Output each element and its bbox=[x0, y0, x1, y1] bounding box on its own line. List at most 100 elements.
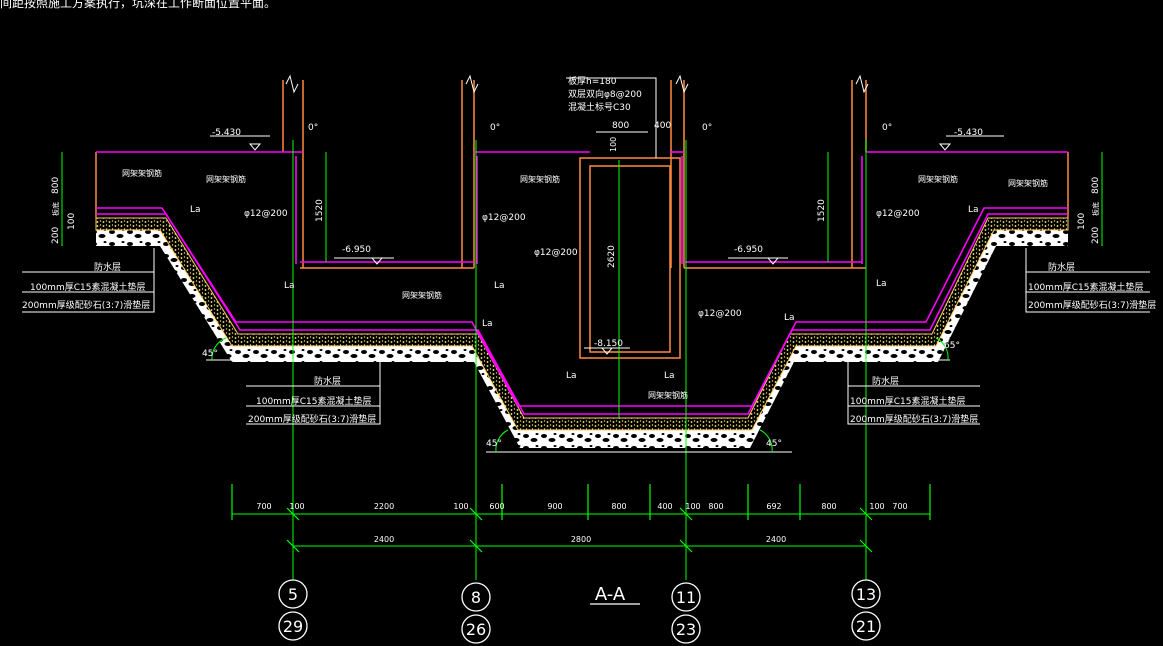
leader-lines bbox=[22, 77, 1150, 453]
dim-row1-label: 692 bbox=[766, 502, 781, 511]
sand-right: 200mm厚级配砂石(3:7)滑垫层 bbox=[850, 413, 978, 425]
vdim-100: 100 bbox=[609, 137, 618, 152]
mesh-label-3: 网架架钢筋 bbox=[402, 290, 442, 300]
dim-row1-label: 100 bbox=[869, 502, 884, 511]
anchor-5: La bbox=[566, 371, 577, 381]
waterproof-far-right: 防水层 bbox=[1048, 261, 1075, 273]
dim-row1-label: 700 bbox=[892, 502, 907, 511]
waterproof-center: 防水层 bbox=[314, 375, 341, 387]
zero-deg-2: 0° bbox=[490, 123, 500, 133]
rebar-label-3: φ12@200 bbox=[534, 248, 578, 258]
callout-line3: 混凝土标号C30 bbox=[568, 101, 631, 113]
axis-29: 29 bbox=[283, 617, 303, 636]
axis-13: 13 bbox=[856, 585, 876, 604]
dim-row1-label: 100 bbox=[289, 502, 304, 511]
elev-left-top: -5.430 bbox=[212, 128, 241, 138]
axis-23: 23 bbox=[676, 620, 696, 639]
dim-row1-label: 700 bbox=[256, 502, 271, 511]
anchor-2: La bbox=[284, 281, 295, 291]
dim-row-2: 2400 2800 2400 bbox=[374, 535, 786, 544]
callout-line2: 双层双向φ8@200 bbox=[568, 88, 642, 100]
rebar-label-5: φ12@200 bbox=[876, 209, 920, 219]
anchor-1: La bbox=[190, 205, 201, 215]
axis-8: 8 bbox=[471, 588, 481, 607]
mesh-label-6: 网架架钢筋 bbox=[918, 174, 958, 184]
angle-label-1: 45° bbox=[202, 349, 218, 359]
dim-row1-label: 900 bbox=[547, 502, 562, 511]
sand-left: 200mm厚级配砂石(3:7)滑垫层 bbox=[22, 299, 150, 311]
anchor-3: La bbox=[494, 281, 505, 291]
sand-far-right: 200mm厚级配砂石(3:7)滑垫层 bbox=[1028, 299, 1156, 311]
elev-right-mid: -6.950 bbox=[734, 245, 763, 255]
vdim-1520-right: 1520 bbox=[817, 199, 827, 222]
axis-26: 26 bbox=[466, 620, 486, 639]
elev-pit-bottom: -8.150 bbox=[594, 339, 623, 349]
mesh-label-4: 网架架钢筋 bbox=[520, 174, 560, 184]
dim-row2-label: 2400 bbox=[374, 535, 394, 544]
section-title: A-A bbox=[595, 584, 626, 605]
zero-deg-1: 0° bbox=[308, 123, 318, 133]
walls bbox=[95, 80, 1069, 359]
vdim-right-800: 800 bbox=[1091, 177, 1101, 194]
elev-left-mid: -6.950 bbox=[342, 245, 371, 255]
zero-deg-3: 0° bbox=[702, 123, 712, 133]
vdim-1520-left: 1520 bbox=[315, 199, 325, 222]
axis-11: 11 bbox=[676, 588, 696, 607]
vdim-right-100: 100 bbox=[1077, 213, 1087, 230]
elev-right-top: -5.430 bbox=[954, 128, 983, 138]
anchor-9: La bbox=[968, 205, 979, 215]
dim-row1-label: 800 bbox=[821, 502, 836, 511]
waterproof-left: 防水层 bbox=[94, 261, 121, 273]
vdim-left-200: 200 bbox=[51, 227, 61, 244]
break-marks bbox=[285, 74, 869, 94]
axis-5: 5 bbox=[288, 585, 298, 604]
dim-ticks bbox=[231, 484, 931, 553]
dim-row1-label: 400 bbox=[657, 502, 672, 511]
angle-label-4: 65° bbox=[944, 341, 960, 351]
top-dim-800: 800 bbox=[612, 121, 629, 131]
dim-row2-label: 2400 bbox=[766, 535, 786, 544]
rebar-label-2: φ12@200 bbox=[482, 213, 526, 223]
mesh-label-7: 网架架钢筋 bbox=[1008, 178, 1048, 188]
anchor-4: La bbox=[482, 319, 493, 329]
mesh-label-5: 网架架钢筋 bbox=[648, 390, 688, 400]
elevation-markers bbox=[248, 143, 952, 355]
vdim-right-200: 200 bbox=[1091, 227, 1101, 244]
angle-label-2: 45° bbox=[486, 439, 502, 449]
rebar-label-1: φ12@200 bbox=[244, 209, 288, 219]
vdim-right-mark: 板底 bbox=[1091, 202, 1100, 216]
dim-row-1: 700 100 2200 100 600 900 800 400 100 800 692 800 100… bbox=[256, 502, 907, 511]
cushion-far-right: 100mm厚C15素混凝土垫层 bbox=[1028, 281, 1143, 293]
anchor-8: La bbox=[876, 279, 887, 289]
dim-row1-label: 100 bbox=[453, 502, 468, 511]
rebar-label-4: φ12@200 bbox=[698, 309, 742, 319]
anchor-7: La bbox=[784, 313, 795, 323]
sand-center: 200mm厚级配砂石(3:7)滑垫层 bbox=[248, 413, 376, 425]
dim-row1-label: 600 bbox=[489, 502, 504, 511]
header-note: 间距按照施工方案执行，坑深在工作断面位置平面。 bbox=[0, 0, 277, 10]
callout-line1: 板厚h=180 bbox=[568, 75, 617, 87]
cushion-left: 100mm厚C15素混凝土垫层 bbox=[30, 281, 145, 293]
cushion-right: 100mm厚C15素混凝土垫层 bbox=[850, 395, 965, 407]
slab-outline bbox=[96, 151, 1068, 415]
dim-row1-label: 800 bbox=[708, 502, 723, 511]
dim-row1-label: 100 bbox=[685, 502, 700, 511]
dim-row1-label: 2200 bbox=[374, 502, 394, 511]
vdim-left-mark: 板底 bbox=[51, 202, 60, 216]
dim-row2-label: 2800 bbox=[571, 535, 591, 544]
top-dim-400: 400 bbox=[654, 121, 671, 131]
mesh-label-1: 网架架钢筋 bbox=[122, 168, 162, 178]
axis-bubbles bbox=[278, 579, 881, 644]
vdim-2620: 2620 bbox=[607, 245, 617, 268]
waterproof-right: 防水层 bbox=[872, 375, 899, 387]
cushion-center: 100mm厚C15素混凝土垫层 bbox=[256, 395, 371, 407]
dim-row1-label: 800 bbox=[611, 502, 626, 511]
angle-arcs bbox=[211, 337, 949, 453]
mesh-label-2: 网架架钢筋 bbox=[206, 174, 246, 184]
vdim-left-800: 800 bbox=[51, 177, 61, 194]
vdim-left-100: 100 bbox=[67, 213, 77, 230]
anchor-6: La bbox=[664, 371, 675, 381]
zero-deg-4: 0° bbox=[882, 123, 892, 133]
axis-21: 21 bbox=[856, 617, 876, 636]
